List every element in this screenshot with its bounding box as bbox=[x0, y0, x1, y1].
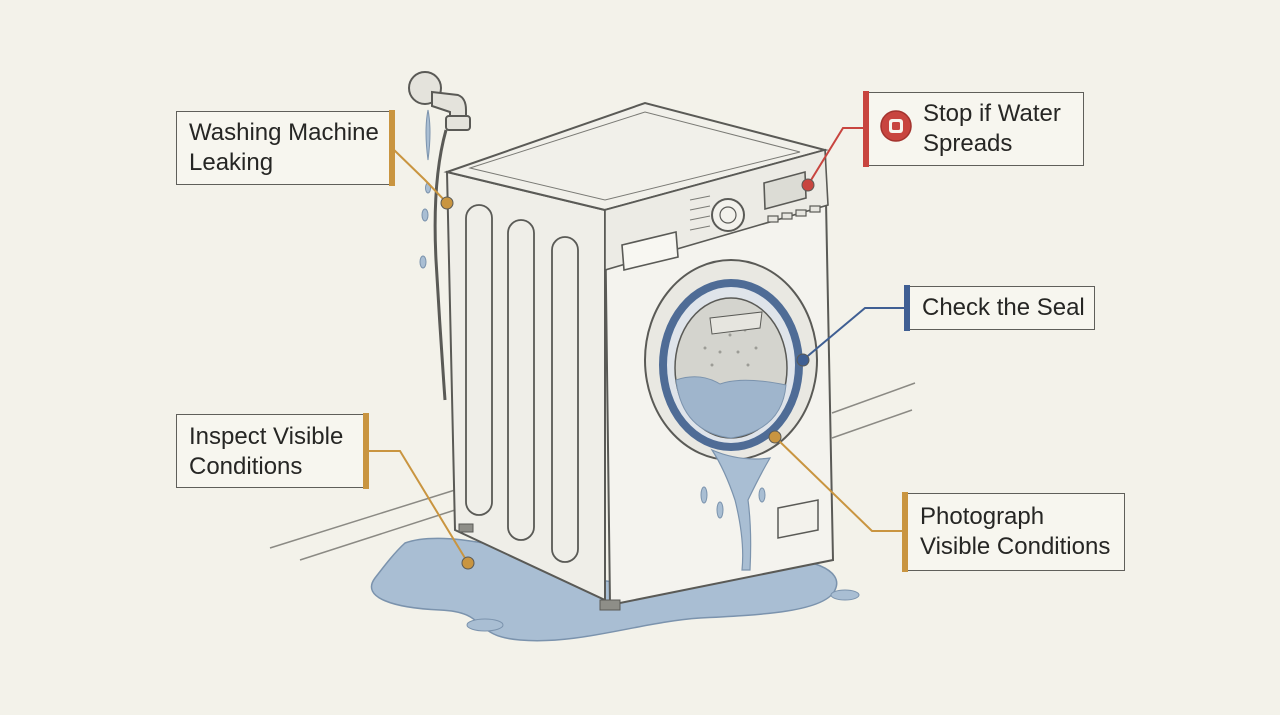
drum-holes bbox=[703, 328, 758, 367]
program-dial bbox=[711, 198, 745, 232]
callout-stop-if-water-spreads: Stop if Water Spreads bbox=[863, 91, 1084, 167]
side-ribs bbox=[465, 204, 579, 563]
leader-stop-if-water-spreads bbox=[807, 127, 864, 186]
leader-washing-machine-leaking bbox=[391, 147, 448, 204]
callout-washing-machine-leaking: Washing Machine Leaking bbox=[176, 110, 395, 186]
callout-accent-bar bbox=[389, 110, 395, 186]
water-leak-stream bbox=[710, 448, 772, 571]
drum-water bbox=[675, 376, 787, 439]
machine-side-panel bbox=[445, 170, 606, 602]
leader-dot-stop-if-water-spreads bbox=[801, 178, 815, 192]
leader-dot-washing-machine-leaking bbox=[440, 196, 454, 210]
leader-dot-check-the-seal bbox=[796, 353, 810, 367]
water-tap bbox=[408, 71, 471, 401]
leader-dot-inspect-visible-conditions bbox=[461, 556, 475, 570]
machine-foot bbox=[599, 599, 621, 611]
callout-check-the-seal: Check the Seal bbox=[904, 285, 1095, 331]
water-drop-small bbox=[466, 618, 504, 632]
machine-foot bbox=[458, 523, 474, 533]
callout-accent-bar bbox=[902, 492, 908, 572]
callout-inspect-visible-conditions: Inspect Visible Conditions bbox=[176, 413, 369, 489]
floor-wall-lines bbox=[269, 382, 916, 561]
callout-accent-bar bbox=[363, 413, 369, 489]
callout-accent-bar bbox=[863, 91, 869, 167]
detergent-drawer bbox=[621, 231, 679, 271]
callout-text-line: Visible Conditions bbox=[920, 533, 1111, 560]
callout-photograph-visible-conditions: Photograph Visible Conditions bbox=[902, 492, 1125, 572]
callout-text-line: Stop if Water bbox=[923, 100, 1061, 127]
callout-text-line: Spreads bbox=[923, 130, 1013, 157]
callout-text-line: Inspect Visible bbox=[189, 423, 344, 450]
callout-text-line: Leaking bbox=[189, 149, 274, 176]
drum-paddle bbox=[709, 311, 763, 335]
display-screen bbox=[763, 170, 807, 211]
stop-icon bbox=[880, 110, 912, 142]
leader-check-the-seal bbox=[802, 307, 905, 361]
callout-text-line: Check the Seal bbox=[922, 294, 1085, 321]
leader-inspect-visible-conditions bbox=[366, 450, 469, 564]
callout-text-line: Conditions bbox=[189, 453, 303, 480]
service-panel bbox=[777, 499, 819, 539]
leader-photograph-visible-conditions bbox=[774, 436, 903, 532]
callout-text-line: Photograph bbox=[920, 503, 1045, 530]
control-buttons bbox=[767, 205, 821, 223]
callout-text-line: Washing Machine bbox=[189, 119, 379, 146]
water-drips-left bbox=[419, 109, 431, 269]
callout-accent-bar bbox=[904, 285, 910, 331]
water-drop-small bbox=[830, 589, 860, 601]
leader-dot-photograph-visible-conditions bbox=[768, 430, 782, 444]
